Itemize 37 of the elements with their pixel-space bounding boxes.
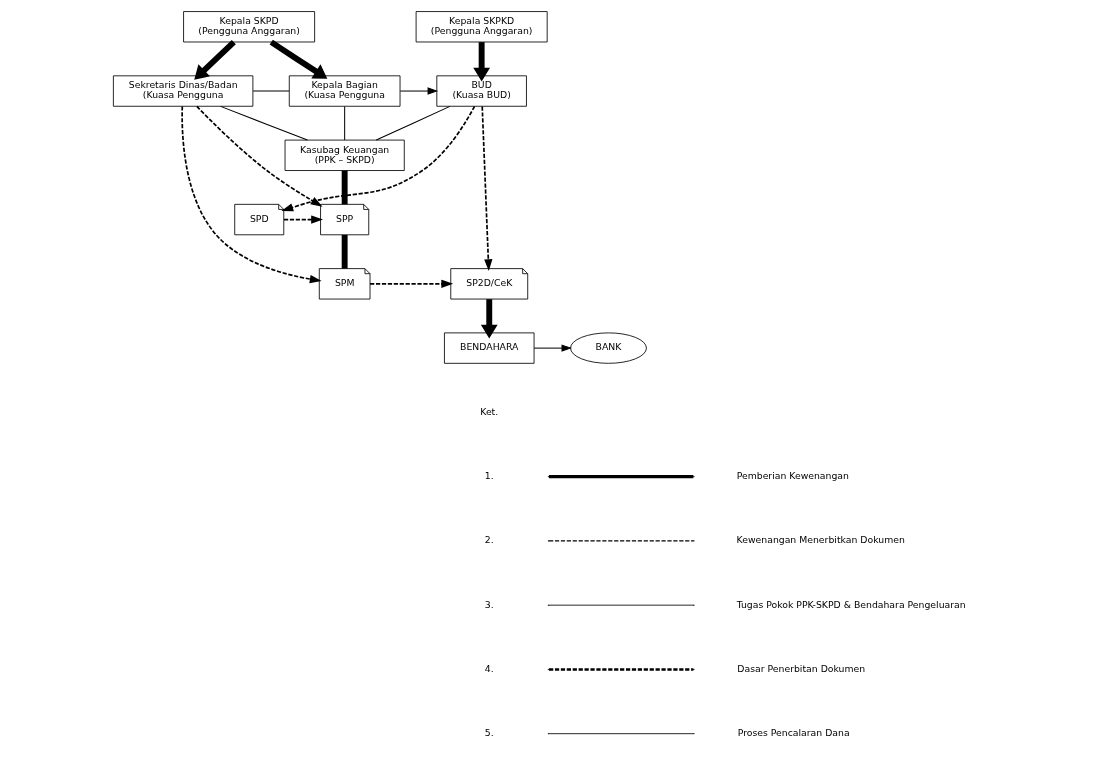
legend-label: Tugas Pokok PPK-SKPD & Bendahara Pengeluaran <box>736 598 966 610</box>
arrow <box>280 105 475 212</box>
arrow <box>195 105 323 207</box>
legend-label: Dasar Penerbitan Dokumen <box>736 662 865 674</box>
legend-label: Kewenangan Menerbitkan Dokumen <box>736 534 905 546</box>
connector <box>375 105 450 141</box>
connector <box>343 105 345 141</box>
arrow <box>399 87 438 95</box>
node-box: Kasubag Keuangan (PPK – SKPD) <box>284 139 405 171</box>
connector <box>341 234 348 269</box>
node-box: Kepala SKPKD (Pengguna Anggaran) <box>415 11 548 43</box>
arrow <box>269 39 327 79</box>
arrow <box>472 42 490 82</box>
node-box: BUD (Kuasa BUD) <box>435 75 527 107</box>
arrow <box>282 215 323 224</box>
arrow <box>180 105 322 284</box>
connector <box>252 90 290 92</box>
arrow <box>480 105 492 272</box>
legend-label: Proses Pencalaran Dana <box>737 727 850 739</box>
arrow <box>533 344 572 352</box>
legend-label: Pemberian Kewenangan <box>736 470 849 481</box>
arrow <box>193 40 236 80</box>
connector <box>341 170 348 205</box>
node-box: BENDAHARA <box>443 332 534 364</box>
label: 3. <box>484 598 494 610</box>
node-ellipse: BANK <box>569 332 647 364</box>
arrow <box>368 279 453 288</box>
label: 4. <box>484 662 494 674</box>
connector <box>219 105 308 141</box>
arrow <box>480 299 498 339</box>
node-box: Kepala Bagian (Kuasa Pengguna <box>288 75 400 107</box>
node-box: Kepala SKPD (Pengguna Anggaran) <box>182 11 315 43</box>
label: 2. <box>484 534 494 546</box>
label: 1. <box>484 470 494 481</box>
node-box: Sekretaris Dinas/Badan (Kuasa Pengguna <box>112 75 253 107</box>
label: Ket. <box>479 405 498 417</box>
label: 5. <box>484 727 494 739</box>
